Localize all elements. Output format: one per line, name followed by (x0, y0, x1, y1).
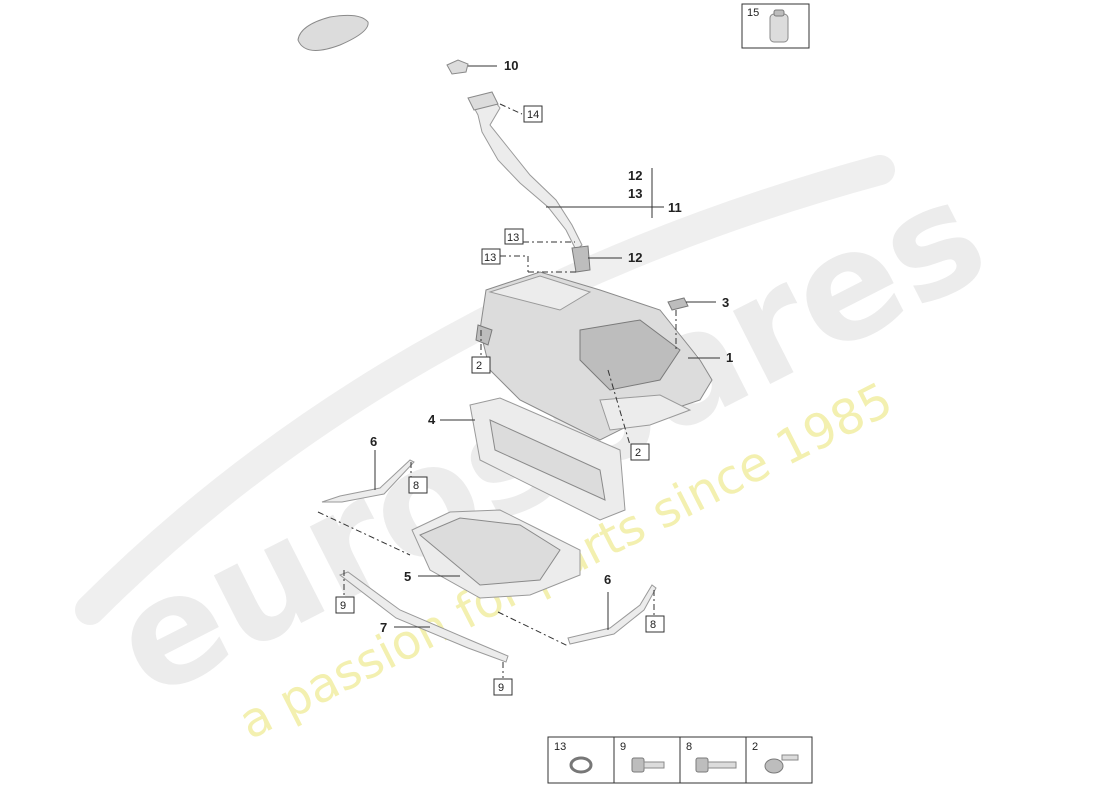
callout-10: 10 (504, 58, 518, 73)
strap-6-right: 6 8 (497, 572, 665, 647)
shield-5: 5 (404, 509, 581, 599)
callout-4: 4 (428, 412, 436, 427)
fuel-tank (475, 271, 713, 441)
legend-label-9: 9 (620, 741, 626, 753)
svg-text:2: 2 (476, 360, 482, 372)
svg-text:9: 9 (498, 682, 504, 694)
legend-cell-9: 9 (620, 741, 665, 773)
callout-12a: 12 (628, 168, 642, 183)
svg-text:8: 8 (650, 619, 656, 631)
legend-label-13: 13 (554, 741, 566, 753)
callout-7: 7 (380, 620, 387, 635)
svg-text:8: 8 (413, 480, 419, 492)
svg-text:13: 13 (507, 232, 519, 244)
callout-13a: 13 (628, 186, 642, 201)
callout-11: 11 (668, 200, 682, 215)
svg-text:14: 14 (527, 109, 539, 121)
strap-7: 9 7 9 (335, 570, 513, 696)
legend-label-8: 8 (686, 741, 692, 753)
ref-15-box: 15 (741, 3, 810, 49)
callout-1: 1 (726, 350, 733, 365)
legend-label-2: 2 (752, 741, 758, 753)
svg-text:9: 9 (340, 600, 346, 612)
ref-13-b: 13 (481, 248, 578, 273)
svg-text:2: 2 (635, 447, 641, 459)
part-3: 3 (667, 295, 729, 350)
pad-part (297, 14, 369, 51)
bracket-4: 4 (428, 397, 626, 521)
ref-13-a: 13 (504, 228, 575, 245)
svg-text:15: 15 (747, 7, 759, 19)
svg-text:13: 13 (484, 252, 496, 264)
legend-cell-8: 8 (686, 741, 737, 773)
callout-6b: 6 (604, 572, 611, 587)
ref-2-a: 2 (471, 330, 491, 374)
callout-3: 3 (722, 295, 729, 310)
strap-6-left: 6 8 (321, 434, 428, 503)
ref-2-b: 2 (607, 369, 650, 461)
legend-cell-2: 2 (752, 741, 799, 774)
clip-part-10: 10 (446, 58, 518, 75)
ref-14: 14 (499, 103, 543, 123)
callout-12b: 12 (628, 250, 642, 265)
callout-5: 5 (404, 569, 411, 584)
legend-cell-13: 13 (554, 741, 593, 774)
bracket-11-12-13: 12 13 11 (546, 168, 682, 218)
callout-6a: 6 (370, 434, 377, 449)
filler-neck (467, 91, 591, 273)
hardware-legend: 13 9 8 2 (547, 736, 813, 784)
